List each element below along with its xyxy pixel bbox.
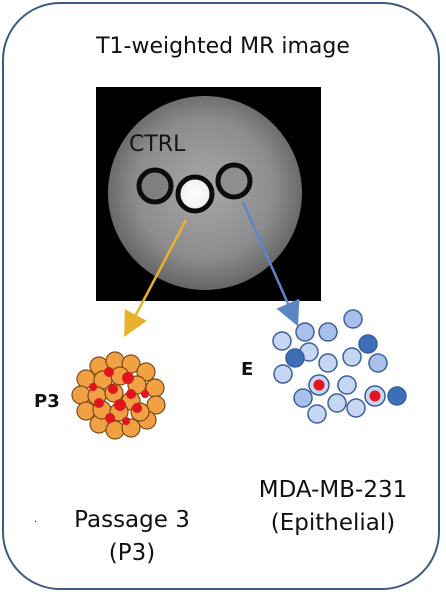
p3-caption-line2: (P3) <box>108 540 156 566</box>
epithelial-caption-line2: (Epithelial) <box>270 510 396 536</box>
p3-nuclei <box>89 367 149 425</box>
epithelial-cells <box>272 309 407 424</box>
arrow-to-p3 <box>124 219 188 338</box>
mri-ctrl-tube <box>136 167 174 205</box>
epithelial-caption: MDA-MB-231 (Epithelial) <box>228 474 438 540</box>
p3-caption-line1: Passage 3 <box>74 507 190 533</box>
p3-label: P3 <box>34 391 60 412</box>
stray-mark: . <box>34 514 38 525</box>
ctrl-label: CTRL <box>129 132 186 157</box>
mri-epithelial-tube <box>215 162 253 200</box>
p3-cell-cluster <box>71 351 166 440</box>
figure-title: T1-weighted MR image <box>96 34 350 59</box>
p3-caption: Passage 3 (P3) <box>42 504 222 570</box>
epithelial-label: E <box>241 359 254 380</box>
arrow-to-epithelial <box>241 201 300 327</box>
mri-p3-tube <box>175 174 215 214</box>
epithelial-caption-line1: MDA-MB-231 <box>258 477 408 503</box>
epithelial-nuclei <box>313 379 381 402</box>
